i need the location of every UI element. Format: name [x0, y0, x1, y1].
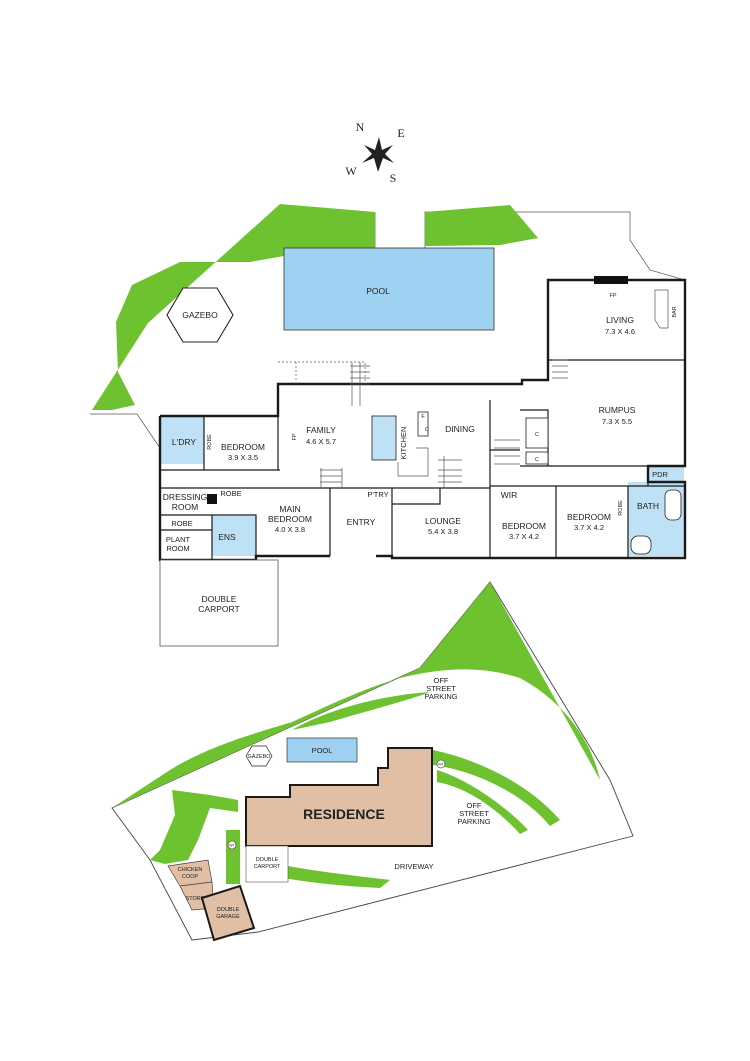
main-bedroom-label-1: MAIN [279, 504, 300, 514]
kitchen-cupboard-label: C [425, 427, 429, 433]
living-size: 7.3 X 4.6 [605, 327, 635, 336]
store-label: STORE [186, 896, 205, 902]
wir-label: WIR [501, 490, 518, 500]
pool [283, 247, 495, 331]
site-carport-label-2: CARPORT [254, 864, 281, 870]
cupboard-label-2: C [535, 457, 539, 463]
site-lawn-top [112, 582, 600, 808]
parking-right-label-1: OFF [467, 801, 482, 810]
rumpus-label: RUMPUS [599, 405, 636, 415]
site-carport [245, 845, 289, 883]
bedroom3-label: BEDROOM [567, 512, 611, 522]
compass-e: E [397, 126, 404, 140]
carport-label-2: CARPORT [198, 604, 239, 614]
residence-label: RESIDENCE [303, 806, 385, 822]
fp-label: FP [609, 293, 616, 299]
wt-label-1: WT [438, 763, 444, 767]
compass-s: S [390, 171, 397, 185]
compass-w: W [345, 164, 357, 178]
family-size: 4.6 X 5.7 [306, 437, 336, 446]
living-label: LIVING [606, 315, 634, 325]
chicken-coop-label-2: COOP [182, 874, 199, 880]
dining-label: DINING [445, 424, 475, 434]
plant-room-label-2: ROOM [166, 544, 189, 553]
floorplan-garden: POOL GAZEBO [90, 204, 686, 463]
main-bedroom-label-2: BEDROOM [268, 514, 312, 524]
robe-label-3: ROBE [171, 519, 192, 528]
driveway-label: DRIVEWAY [394, 862, 433, 871]
chicken-coop-label-1: CHICKEN [178, 867, 203, 873]
pdr-label: PDR [652, 470, 668, 479]
parking-right-label-3: PARKING [457, 817, 490, 826]
compass-rose: N E W S [345, 120, 404, 185]
site-lawn-arc [292, 692, 430, 730]
bedroom2-size: 3.7 X 4.2 [509, 532, 539, 541]
site-pool [286, 737, 358, 763]
family-label: FAMILY [306, 425, 336, 435]
compass-star-icon [362, 137, 394, 172]
gazebo [166, 287, 234, 343]
floorplan-house: LIVING 7.3 X 4.6 FP BAR RUMPUS 7.3 X 5.5… [158, 276, 687, 647]
wt-label-2: WT [229, 844, 235, 848]
gazebo-label: GAZEBO [182, 310, 218, 320]
laundry-label: L'DRY [172, 437, 196, 447]
parking-top-label-2: STREET [426, 684, 456, 693]
robe-label-4: ROBE [618, 500, 624, 516]
siteplan: POOL GAZEBO RESIDENCE DOUBLE CARPORT CHI… [111, 581, 634, 942]
carport-label-1: DOUBLE [202, 594, 237, 604]
kitchen-label: KITCHEN [399, 427, 408, 460]
entry-label: ENTRY [347, 517, 376, 527]
ens-label: ENS [218, 532, 236, 542]
site-carport-label-1: DOUBLE [256, 857, 279, 863]
lawn-right [425, 205, 538, 246]
bar-label: BAR [672, 306, 678, 317]
bedroom3-size: 3.7 X 4.2 [574, 523, 604, 532]
site-gazebo-label: GAZEBO [248, 754, 272, 760]
site-residence [245, 747, 433, 847]
lawn-left [92, 204, 375, 410]
rumpus-size: 7.3 X 5.5 [602, 417, 632, 426]
parking-top-label-3: PARKING [424, 692, 457, 701]
site-double-garage [200, 884, 256, 942]
pantry-label: P'TRY [367, 490, 388, 499]
site-gazebo [245, 745, 273, 767]
main-bedroom-size: 4.0 X 3.8 [275, 525, 305, 534]
bedroom1-size: 3.9 X 3.5 [228, 453, 258, 462]
bedroom1-label: BEDROOM [221, 442, 265, 452]
robe-label-2: ROBE [220, 489, 241, 498]
dressing-label-1: DRESSING [163, 492, 207, 502]
bath-label: BATH [637, 501, 659, 511]
parking-top-label-1: OFF [434, 676, 449, 685]
family-fp-label: FP [292, 433, 298, 440]
cupboard-label-1: C [535, 432, 539, 438]
double-carport [159, 559, 279, 647]
double-garage-label-2: GARAGE [216, 914, 240, 920]
parking-right-label-2: STREET [459, 809, 489, 818]
site-pool-label: POOL [312, 746, 333, 755]
compass-n: N [356, 120, 365, 134]
plant-room-label-1: PLANT [166, 535, 191, 544]
double-garage-label-1: DOUBLE [217, 907, 240, 913]
site-lawn-right [433, 750, 560, 826]
robe-label-1: ROBE [207, 434, 213, 450]
lounge-size: 5.4 X 3.8 [428, 527, 458, 536]
pool-label: POOL [366, 286, 390, 296]
lounge-label: LOUNGE [425, 516, 461, 526]
bedroom2-label: BEDROOM [502, 521, 546, 531]
dressing-label-2: ROOM [172, 502, 198, 512]
fridge-label: F [421, 414, 425, 420]
